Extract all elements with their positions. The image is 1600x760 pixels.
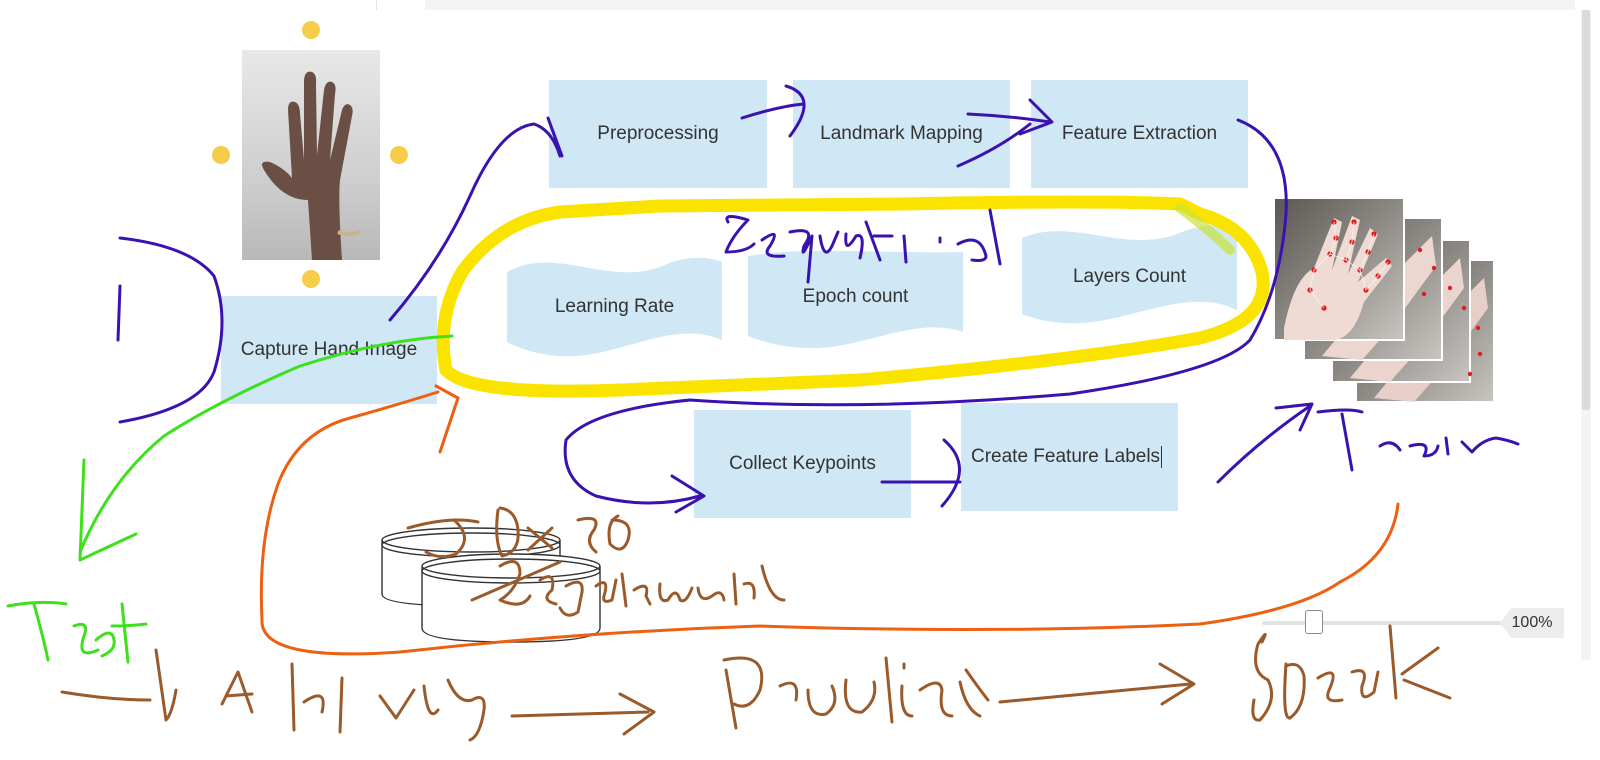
epoch-count-shape[interactable]: Epoch count <box>748 250 963 350</box>
test-text <box>6 600 148 664</box>
handle-left[interactable] <box>212 146 230 164</box>
landmark-mapping-box[interactable]: Landmark Mapping <box>793 80 1010 188</box>
landmark-mapping-label: Landmark Mapping <box>820 123 983 144</box>
feature-extraction-box[interactable]: Feature Extraction <box>1031 80 1248 188</box>
brown-predict-text <box>722 656 990 730</box>
brown-arrow-1 <box>510 692 656 736</box>
purple-bracket <box>118 236 224 424</box>
database-icon[interactable] <box>380 516 630 652</box>
text-cursor <box>1161 446 1163 468</box>
landmark-photo-stack[interactable] <box>1273 197 1495 404</box>
preprocessing-label: Preprocessing <box>597 123 719 144</box>
train-text <box>1316 408 1520 472</box>
feature-extraction-label: Feature Extraction <box>1061 123 1218 144</box>
toolbar-divider <box>376 0 377 10</box>
create-feature-labels-box[interactable]: Create Feature Labels <box>961 403 1178 511</box>
zoom-slider-track[interactable] <box>1262 621 1522 625</box>
handle-bottom[interactable] <box>302 270 320 288</box>
brown-arrow-2 <box>998 662 1196 706</box>
hand-photo[interactable] <box>242 50 380 260</box>
capture-hand-image-label: Capture Hand Image <box>240 339 418 360</box>
brown-adult-text <box>60 648 486 742</box>
learning-rate-label: Learning Rate <box>554 296 675 317</box>
create-feature-labels-label: Create Feature Labels <box>971 446 1161 467</box>
zoom-slider-thumb[interactable] <box>1305 610 1323 634</box>
vertical-scrollbar[interactable] <box>1581 10 1591 660</box>
collect-keypoints-label: Collect Keypoints <box>729 453 876 474</box>
layers-count-shape[interactable]: Layers Count <box>1022 222 1237 332</box>
preprocessing-box[interactable]: Preprocessing <box>549 80 767 188</box>
collect-keypoints-box[interactable]: Collect Keypoints <box>694 410 911 518</box>
epoch-count-label: Epoch count <box>802 286 909 307</box>
layers-count-label: Layers Count <box>1072 266 1186 287</box>
brown-speak-text <box>1251 624 1452 722</box>
zoom-percentage[interactable]: 100% <box>1500 608 1564 638</box>
purple-arrow-to-train <box>1216 402 1314 484</box>
capture-hand-image-box[interactable]: Capture Hand Image <box>221 296 437 404</box>
scrollbar-thumb[interactable] <box>1582 10 1590 410</box>
top-toolbar <box>0 0 1600 10</box>
handle-right[interactable] <box>390 146 408 164</box>
toolbar-strip <box>425 0 1575 10</box>
learning-rate-shape[interactable]: Learning Rate <box>507 252 722 362</box>
handle-top[interactable] <box>302 21 320 39</box>
zoom-control: 100% <box>1262 606 1564 640</box>
